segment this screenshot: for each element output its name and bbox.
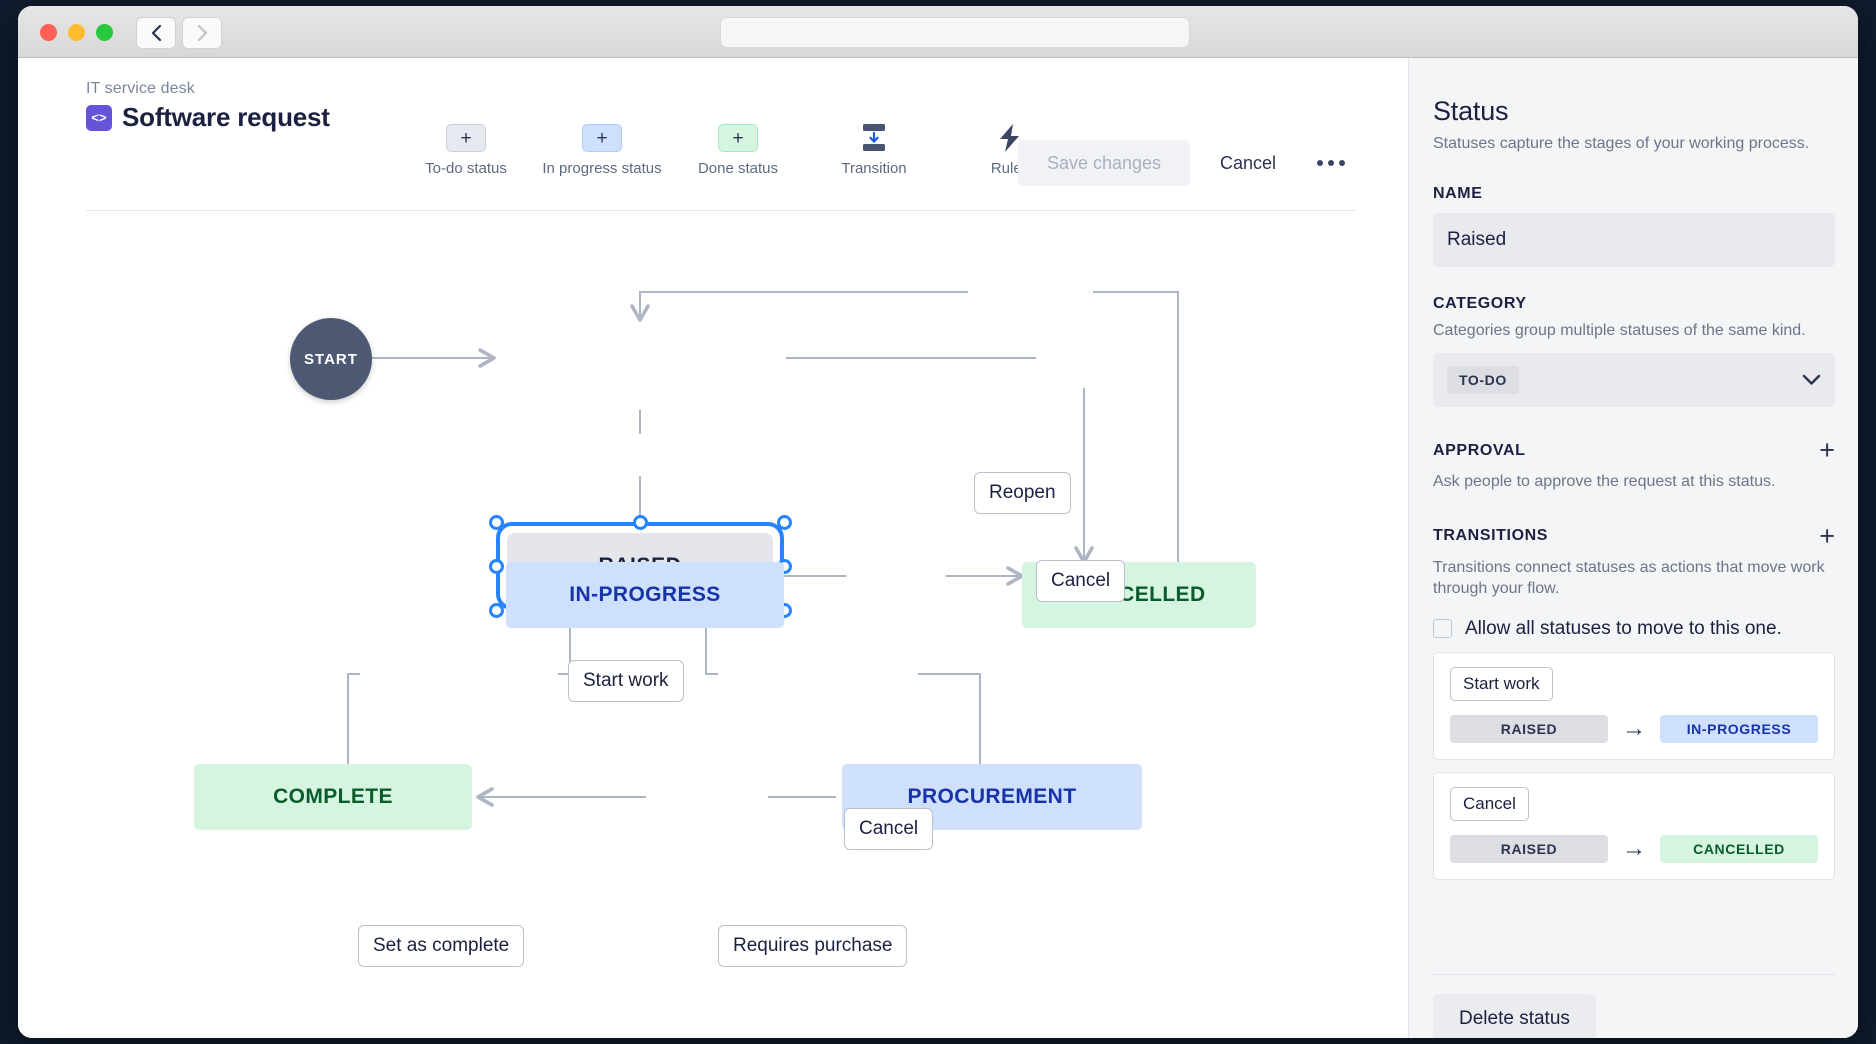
- transition-label-cancel-inprogress[interactable]: Cancel: [844, 808, 934, 850]
- ellipsis-icon: [1317, 160, 1323, 166]
- resize-handle-ne[interactable]: [776, 514, 792, 530]
- back-button[interactable]: [136, 17, 176, 49]
- panel-title: Status: [1433, 96, 1509, 126]
- allow-all-statuses-row[interactable]: Allow all statuses to move to this one.: [1433, 618, 1835, 640]
- panel-divider: [1433, 974, 1835, 975]
- transitions-section: TRANSITIONS + Transitions connect status…: [1433, 520, 1835, 880]
- tool-label: Transition: [841, 160, 907, 177]
- workflow-toolbar: + To-do status + In progress status + Do…: [398, 124, 1078, 177]
- approval-help: Ask people to approve the request at thi…: [1433, 473, 1776, 491]
- transition-from-status: RAISED: [1450, 834, 1608, 863]
- page-title-row: <> Software request: [86, 102, 330, 133]
- tool-add-inprogress-status[interactable]: + In progress status: [534, 124, 670, 177]
- forward-button[interactable]: [182, 17, 222, 49]
- name-section: NAME Raised: [1433, 185, 1835, 267]
- workflow-canvas[interactable]: START RAISED IN-PROGRESS CANCELLED COMPL…: [18, 214, 1408, 1038]
- category-select[interactable]: TO-DO: [1433, 353, 1835, 408]
- transition-name[interactable]: Start work: [1450, 666, 1553, 701]
- tool-add-done-status[interactable]: + Done status: [670, 124, 806, 177]
- chevron-down-icon: [1802, 374, 1821, 385]
- transition-label-cancel-raised[interactable]: Cancel: [1036, 560, 1126, 602]
- resize-handle-n[interactable]: [632, 514, 648, 530]
- minimize-window-button[interactable]: [68, 24, 85, 41]
- maximize-window-button[interactable]: [96, 24, 113, 41]
- tool-add-transition[interactable]: Transition: [806, 124, 942, 177]
- header-divider: [86, 210, 1356, 211]
- arrow-right-icon: →: [1622, 834, 1646, 862]
- browser-window: IT service desk <> Software request + To…: [18, 6, 1858, 1038]
- transition-card[interactable]: Cancel RAISED → CANCELLED: [1433, 771, 1835, 880]
- transition-label-start-work[interactable]: Start work: [568, 660, 684, 702]
- delete-status-button[interactable]: Delete status: [1433, 994, 1596, 1038]
- category-help: Categories group multiple statuses of th…: [1433, 321, 1806, 339]
- close-window-button[interactable]: [40, 24, 57, 41]
- panel-subtitle: Statuses capture the stages of your work…: [1433, 135, 1810, 152]
- tool-label: Done status: [697, 160, 779, 177]
- window-titlebar: [18, 6, 1858, 58]
- resize-handle-nw[interactable]: [488, 514, 504, 530]
- approval-caption: APPROVAL: [1433, 441, 1526, 459]
- arrow-right-icon: →: [1622, 714, 1646, 742]
- approval-section: APPROVAL + Ask people to approve the req…: [1433, 437, 1835, 493]
- tool-label: To-do status: [425, 160, 507, 177]
- address-bar[interactable]: [720, 17, 1190, 48]
- status-details-panel: Status Statuses capture the stages of yo…: [1408, 58, 1858, 1038]
- status-name-input[interactable]: Raised: [1433, 212, 1835, 267]
- transition-to-status: IN-PROGRESS: [1660, 714, 1818, 743]
- transition-name[interactable]: Cancel: [1450, 786, 1529, 821]
- transition-card[interactable]: Start work RAISED → IN-PROGRESS: [1433, 651, 1835, 760]
- chevron-right-icon: [197, 24, 207, 42]
- transition-from-status: RAISED: [1450, 714, 1608, 743]
- transitions-caption: TRANSITIONS: [1433, 527, 1549, 545]
- category-section: CATEGORY Categories group multiple statu…: [1433, 295, 1835, 408]
- app-content: IT service desk <> Software request + To…: [18, 58, 1858, 1038]
- cancel-button[interactable]: Cancel: [1210, 140, 1286, 186]
- add-approval-button[interactable]: +: [1819, 435, 1835, 466]
- tool-add-todo-status[interactable]: + To-do status: [398, 124, 534, 177]
- code-brackets-icon: <>: [86, 104, 112, 131]
- chevron-left-icon: [151, 24, 161, 42]
- resize-handle-w[interactable]: [488, 558, 504, 574]
- transitions-help: Transitions connect statuses as actions …: [1433, 558, 1825, 598]
- plus-icon: +: [446, 124, 486, 152]
- transition-label-set-as-complete-1[interactable]: Set as complete: [358, 925, 525, 967]
- transition-label-requires-purchase[interactable]: Requires purchase: [718, 925, 908, 967]
- page-title: Software request: [122, 102, 330, 132]
- resize-handle-sw[interactable]: [488, 602, 504, 618]
- add-transition-button[interactable]: +: [1819, 520, 1835, 551]
- category-value-pill: TO-DO: [1447, 366, 1519, 395]
- category-caption: CATEGORY: [1433, 294, 1527, 312]
- allow-all-statuses-checkbox[interactable]: [1433, 619, 1452, 639]
- plus-icon: +: [582, 124, 622, 152]
- start-node[interactable]: START: [290, 318, 372, 400]
- status-node-complete[interactable]: COMPLETE: [194, 764, 472, 830]
- more-options-button[interactable]: [1306, 140, 1356, 186]
- name-caption: NAME: [1433, 184, 1483, 202]
- allow-all-statuses-label: Allow all statuses to move to this one.: [1465, 617, 1782, 639]
- status-node-in-progress[interactable]: IN-PROGRESS: [506, 562, 784, 628]
- save-changes-button[interactable]: Save changes: [1018, 140, 1190, 186]
- lightning-bolt-icon: [990, 124, 1030, 152]
- plus-icon: +: [718, 124, 758, 152]
- transition-to-status: CANCELLED: [1660, 834, 1818, 863]
- app-header: IT service desk <> Software request + To…: [18, 58, 1858, 211]
- tool-label: In progress status: [542, 160, 662, 177]
- transition-label-reopen[interactable]: Reopen: [974, 472, 1071, 514]
- breadcrumb[interactable]: IT service desk: [86, 80, 195, 97]
- transition-icon: [854, 124, 894, 152]
